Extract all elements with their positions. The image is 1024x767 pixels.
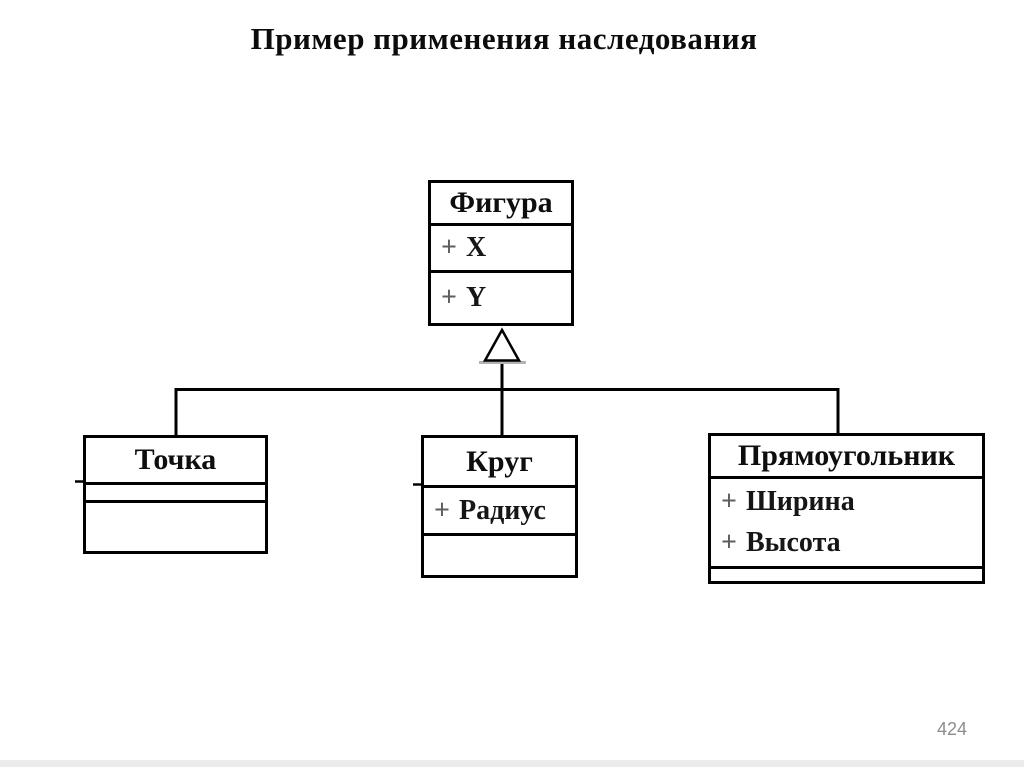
operations-section-empty — [711, 565, 982, 581]
attribute-row: + Высота — [711, 523, 982, 564]
visibility-plus-icon: + — [441, 282, 457, 313]
class-name: Круг — [466, 444, 533, 478]
class-box-pryamougolnik: Прямоугольник + Ширина + Высота — [708, 433, 985, 584]
visibility-plus-icon: + — [441, 232, 457, 263]
attribute-row: + Y — [431, 270, 571, 323]
inheritance-triangle-icon — [482, 327, 522, 362]
page-number: 424 — [936, 719, 967, 739]
slide-title: Пример применения наследования — [250, 21, 758, 56]
attribute-label: X — [465, 232, 487, 263]
visibility-plus-icon: + — [721, 527, 737, 559]
attribute-label: Ширина — [745, 486, 855, 518]
class-name: Фигура — [449, 186, 553, 219]
attribute-row: + X — [431, 223, 571, 270]
operations-section-empty — [424, 533, 575, 575]
attribute-label: Y — [465, 282, 487, 313]
class-name: Прямоугольник — [737, 438, 956, 472]
class-box-krug: Круг + Радиус — [421, 435, 578, 578]
class-box-tochka: Точка — [83, 435, 268, 554]
visibility-plus-icon: + — [434, 494, 450, 526]
attribute-label: Радиус — [458, 494, 546, 526]
operations-section-empty — [86, 500, 265, 551]
class-name: Точка — [134, 443, 217, 476]
attributes-section: + Ширина + Высота — [711, 475, 982, 566]
class-box-figura: Фигура + X + Y — [428, 180, 574, 326]
attributes-section-empty — [86, 482, 265, 500]
attribute-row: + Ширина — [711, 482, 982, 523]
attribute-label: Высота — [745, 527, 841, 559]
visibility-plus-icon: + — [721, 486, 737, 518]
footer-strip — [0, 760, 1024, 767]
attribute-row: + Радиус — [424, 485, 575, 533]
